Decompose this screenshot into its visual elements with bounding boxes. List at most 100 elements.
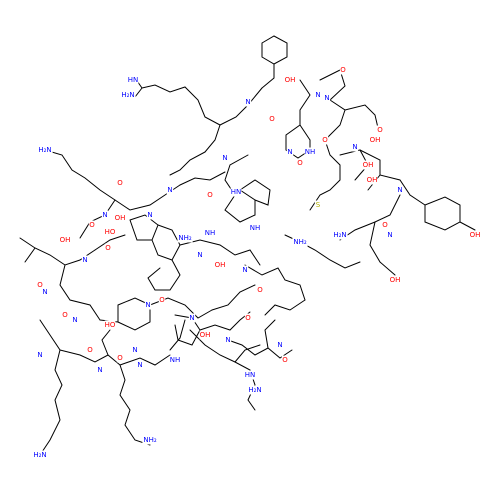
atom-label: OH: [367, 176, 378, 184]
atom-label: HN: [231, 188, 242, 196]
atom-label-background: [199, 330, 211, 340]
atom-label: O: [62, 311, 68, 319]
atom-label: O: [105, 244, 111, 252]
atom-label-background: [188, 313, 196, 323]
atom-label-background: [169, 355, 181, 365]
bond-path: [79, 199, 116, 239]
bond-path: [459, 221, 476, 231]
atom-label: O: [117, 354, 123, 362]
atom-label-background: [244, 313, 252, 323]
atom-label-background: [366, 175, 378, 185]
atom-label-background: [214, 260, 226, 270]
atom-label-background: [196, 250, 204, 260]
atom-label: O: [377, 126, 383, 134]
atom-label: N: [37, 351, 42, 359]
bond-path: [224, 154, 256, 223]
atom-label-background: [36, 280, 44, 290]
atom-label: N: [137, 361, 142, 369]
atom-label: N: [189, 314, 194, 322]
bond-path: [141, 84, 221, 126]
atom-label: NH: [205, 229, 216, 237]
bond-path: [211, 284, 256, 311]
atom-label-background: [314, 90, 322, 100]
bond-path: [119, 364, 151, 446]
atom-label-background: [32, 450, 48, 460]
atom-label-background: [286, 147, 294, 157]
atom-label-background: [396, 185, 404, 195]
atom-label: N: [132, 346, 137, 354]
atom-label: HO: [105, 321, 116, 329]
atom-label: OH: [470, 231, 481, 239]
atom-label-background: [314, 200, 322, 210]
atom-label: O: [340, 66, 346, 74]
atom-label: N: [225, 336, 230, 344]
bond-path: [179, 171, 226, 186]
atom-label-background: [351, 142, 359, 152]
atom-label: OH: [390, 276, 401, 284]
atom-label-background: [362, 160, 374, 170]
atom-label: O: [159, 296, 165, 304]
bond-path: [59, 264, 101, 321]
atom-label: S: [316, 201, 321, 209]
atom-label: O: [269, 115, 275, 123]
atom-label: O: [89, 221, 95, 229]
atom-label-background: [36, 350, 44, 360]
atom-label: O: [37, 281, 43, 289]
atom-label: N: [82, 256, 87, 264]
atom-label: OH: [285, 76, 296, 84]
atom-label-background: [292, 237, 308, 247]
atom-label-background: [376, 125, 384, 135]
atom-label: O: [245, 314, 251, 322]
atom-label-background: [284, 75, 296, 85]
atom-label: O: [322, 136, 328, 144]
atom-label-background: [177, 233, 193, 243]
atom-label: O: [282, 356, 288, 364]
atom-label: N: [397, 186, 402, 194]
atom-label-background: [241, 265, 249, 275]
atom-label-background: [281, 355, 289, 365]
atom-label: H₂N: [38, 146, 51, 154]
bond-path: [94, 234, 126, 251]
atom-label-background: [116, 178, 124, 188]
atom-label-background: [296, 158, 304, 168]
atom-label-background: [256, 285, 264, 295]
atom-label-background: [104, 320, 116, 330]
bond-path: [264, 319, 276, 349]
atom-label-background: [120, 90, 136, 100]
bond-path: [199, 311, 251, 331]
atom-label-background: [116, 353, 124, 363]
atom-label: N: [147, 211, 152, 219]
atom-label-background: [304, 147, 316, 157]
atom-label-background: [386, 230, 394, 240]
atom-label: OH: [115, 214, 126, 222]
atom-label-background: [88, 220, 96, 230]
atom-label: NH₂: [143, 436, 157, 444]
bond-path: [204, 124, 221, 153]
atom-label-background: [114, 213, 126, 223]
bond-path: [101, 329, 111, 356]
atom-label: N: [145, 301, 150, 309]
bond-path: [119, 354, 171, 366]
atom-label: N: [167, 186, 172, 194]
atom-label: N: [242, 266, 247, 274]
atom-label: N: [42, 288, 47, 296]
atom-label-background: [249, 223, 261, 233]
bond-path: [174, 314, 201, 346]
bond-path: [24, 247, 36, 263]
bond-path: [234, 344, 261, 363]
atom-label-background: [268, 114, 276, 124]
atom-label: O: [87, 346, 93, 354]
atom-label: N: [72, 316, 77, 324]
atom-label-background: [230, 187, 242, 197]
bond-path: [324, 99, 346, 141]
atom-label-background: [104, 243, 112, 253]
bond-path: [264, 299, 306, 316]
bond-path: [319, 69, 346, 101]
atom-label: H₂N: [333, 231, 346, 239]
atom-label-background: [86, 345, 94, 355]
atom-label: OH: [363, 161, 374, 169]
atom-label: N: [277, 341, 282, 349]
bond-path: [59, 349, 121, 366]
